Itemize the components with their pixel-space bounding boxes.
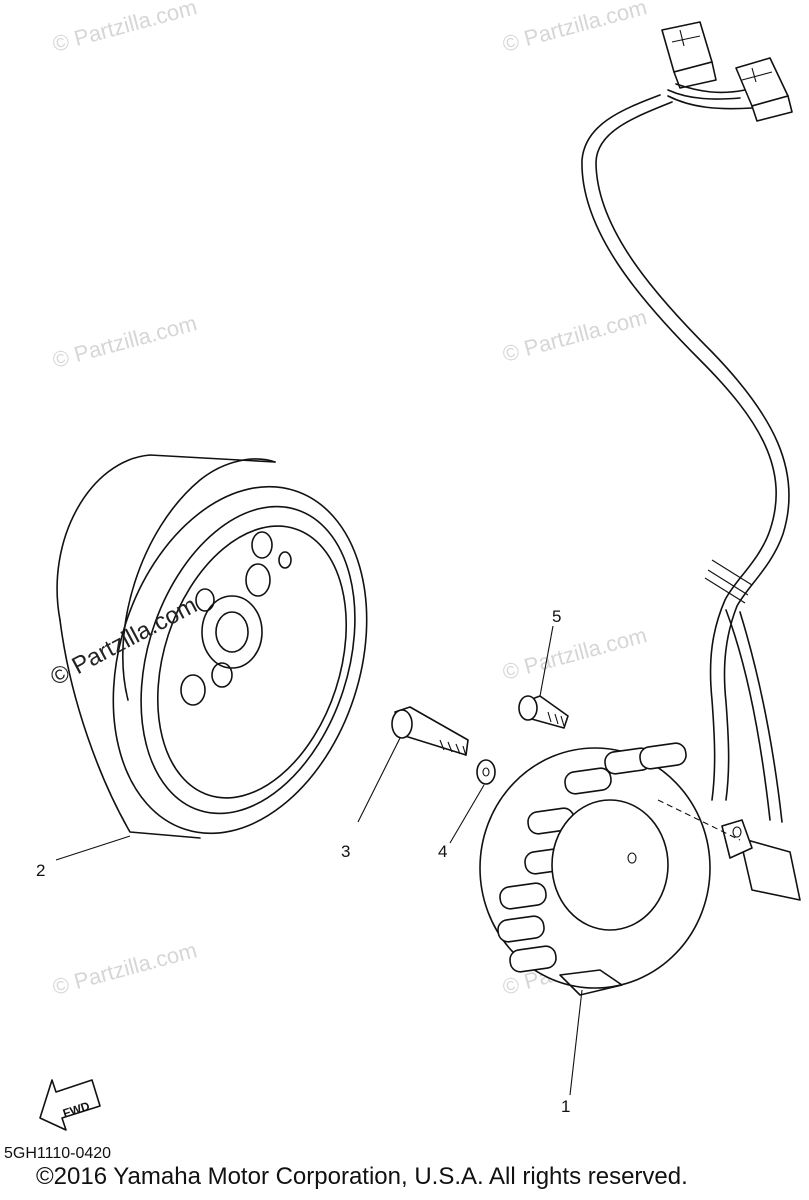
- callout-5: 5: [552, 607, 561, 626]
- copyright-notice: ©2016 Yamaha Motor Corporation, U.S.A. A…: [36, 1163, 688, 1190]
- watermark-text: © Partzilla.com: [500, 304, 650, 367]
- watermark-text: © Partzilla.com: [50, 937, 200, 1000]
- watermark-text: © Partzilla.com: [50, 310, 200, 373]
- washer-4: [476, 759, 496, 785]
- leader-lines: [55, 625, 583, 1096]
- rotor: [56, 454, 368, 839]
- callout-4: 4: [438, 842, 447, 861]
- bolt-3: [391, 706, 469, 757]
- callout-3: 3: [341, 842, 350, 861]
- watermark-text: © Partzilla.com: [500, 0, 650, 57]
- part-code: 5GH1110-0420: [4, 1145, 112, 1162]
- callout-1: 1: [561, 1097, 570, 1116]
- callout-2: 2: [36, 861, 45, 880]
- wire-harness: [581, 21, 793, 823]
- screw-5: [518, 695, 569, 729]
- watermark-text: © Partzilla.com: [50, 0, 200, 57]
- stator: [479, 742, 801, 996]
- fwd-arrow-icon: FWD: [39, 1079, 101, 1131]
- watermark-text: © Partzilla.com: [500, 622, 650, 685]
